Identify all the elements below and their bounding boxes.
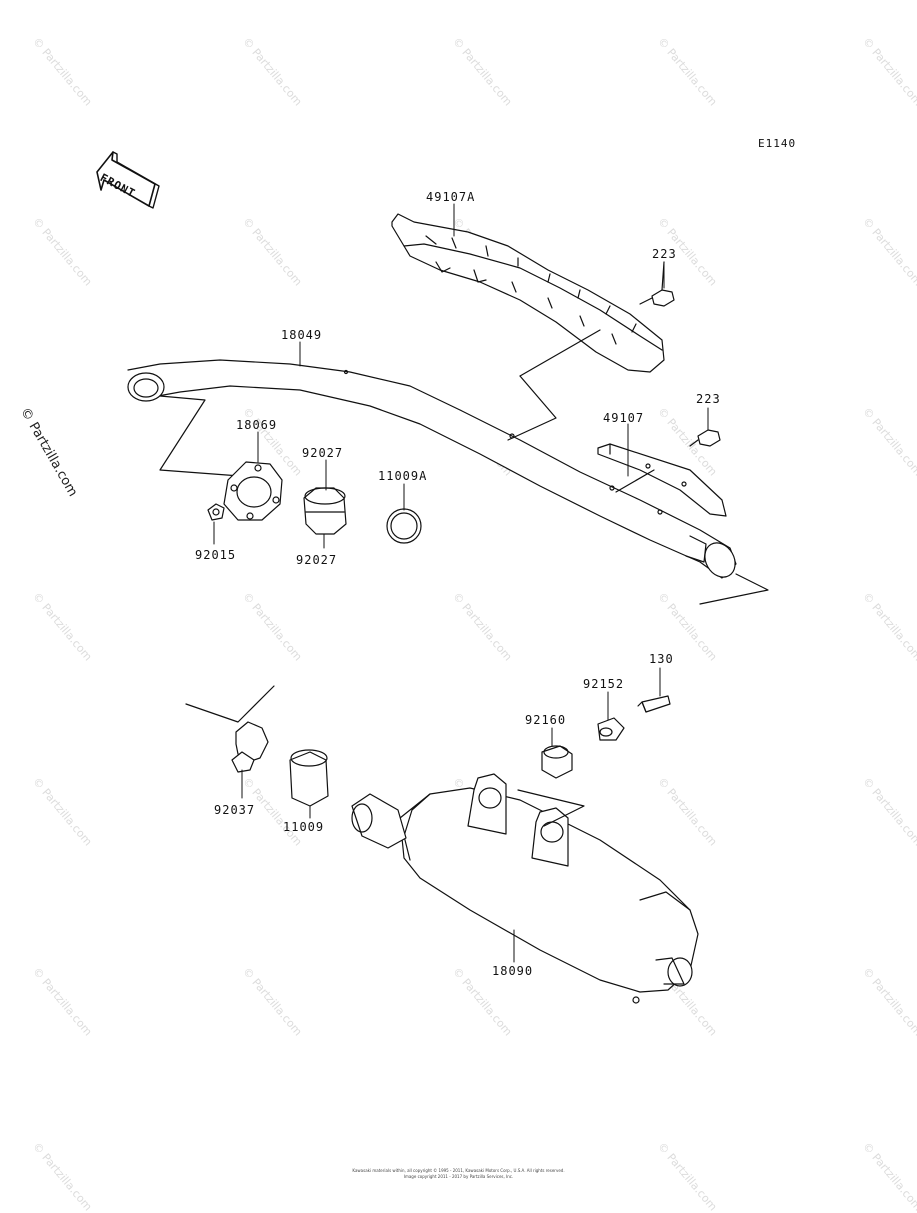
diagram-code: E1140 xyxy=(758,137,797,150)
clamp xyxy=(185,685,275,773)
part-label-collar[interactable]: 92152 xyxy=(583,677,625,691)
part-label-heat-guard-lower[interactable]: 49107 xyxy=(603,411,645,425)
bolt-upper xyxy=(639,261,675,307)
nut xyxy=(207,503,225,521)
part-label-gasket-ring[interactable]: 11009A xyxy=(378,469,428,483)
bolt-muffler xyxy=(637,695,671,713)
part-label-bolt-muffler[interactable]: 130 xyxy=(649,652,674,666)
part-label-bolt-upper[interactable]: 223 xyxy=(652,247,677,261)
part-label-damper[interactable]: 92160 xyxy=(525,713,567,727)
copyright-line-2: Image copyright 2011 - 2017 by Partzilla… xyxy=(403,1174,514,1179)
part-label-ring-bottom[interactable]: 92027 xyxy=(296,553,338,567)
part-label-clamp[interactable]: 92037 xyxy=(214,803,256,817)
copyright-line-1: Kawasaki materials within, all copyright… xyxy=(352,1168,565,1173)
collar xyxy=(597,717,625,741)
front-arrow-icon xyxy=(96,151,160,209)
part-label-muffler[interactable]: 18090 xyxy=(492,964,534,978)
bolt-lower xyxy=(689,429,721,447)
ring xyxy=(303,487,347,535)
gasket-flange xyxy=(223,461,283,521)
part-label-nut[interactable]: 92015 xyxy=(195,548,237,562)
copyright-notice: Kawasaki materials within, all copyright… xyxy=(0,1168,917,1180)
part-label-exhaust-pipe[interactable]: 18049 xyxy=(281,328,323,342)
gasket-ring xyxy=(386,508,422,544)
heat-guard-lower xyxy=(597,443,727,517)
muffler xyxy=(351,773,699,1004)
part-label-bolt-lower[interactable]: 223 xyxy=(696,392,721,406)
leader-lines xyxy=(213,203,709,963)
damper xyxy=(541,745,573,779)
gasket-muffler xyxy=(289,749,329,807)
exhaust-pipe xyxy=(127,359,769,605)
part-label-gasket-flange[interactable]: 18069 xyxy=(236,418,278,432)
part-label-gasket-muffler[interactable]: 11009 xyxy=(283,820,325,834)
part-label-heat-guard-upper[interactable]: 49107A xyxy=(426,190,476,204)
part-label-ring-top[interactable]: 92027 xyxy=(302,446,344,460)
heat-guard-upper xyxy=(391,213,665,377)
